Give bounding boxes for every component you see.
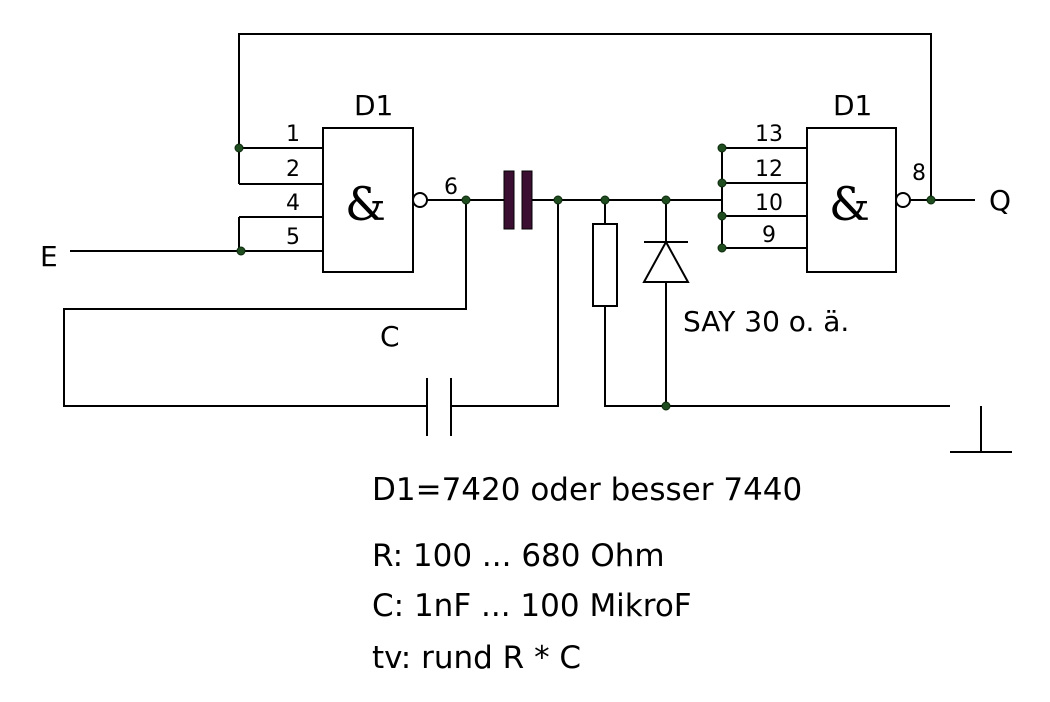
input-terminal-label: E: [40, 240, 58, 273]
right-pin-9: 9: [762, 223, 776, 248]
ground-symbol: [950, 406, 1012, 453]
note-resistor-range: R: 100 ... 680 Ohm: [372, 538, 665, 574]
feedback-wire: [238, 33, 932, 200]
left-pin-4: 4: [286, 191, 300, 216]
right-nand-gate: [806, 127, 975, 273]
left-gate-inputs: [70, 147, 323, 252]
junction-dots: [234, 143, 936, 411]
series-capacitor: [503, 170, 533, 230]
note-capacitor-range: C: 1nF ... 100 MikroF: [372, 588, 692, 624]
right-pin-10: 10: [755, 191, 783, 216]
right-pin-8: 8: [912, 161, 926, 186]
right-gate-name: D1: [833, 89, 872, 122]
left-pin-5: 5: [286, 225, 300, 250]
note-ic-type: D1=7420 oder besser 7440: [372, 472, 802, 508]
right-pin-13: 13: [755, 122, 783, 147]
capacitor-label: C: [380, 320, 400, 353]
right-pin-12: 12: [755, 157, 783, 182]
diode: [642, 200, 690, 406]
output-terminal-label: Q: [989, 184, 1011, 217]
note-time-constant: tv: rund R * C: [372, 640, 581, 676]
right-gate-symbol: &: [829, 177, 870, 231]
left-gate-name: D1: [354, 89, 393, 122]
left-pin-6: 6: [444, 175, 458, 200]
timing-capacitor-loop: [63, 200, 559, 436]
diode-label: SAY 30 o. ä.: [683, 305, 849, 338]
left-pin-1: 1: [286, 122, 300, 147]
left-gate-symbol: &: [345, 177, 386, 231]
right-gate-inputs: [721, 147, 807, 249]
left-pin-2: 2: [286, 157, 300, 182]
